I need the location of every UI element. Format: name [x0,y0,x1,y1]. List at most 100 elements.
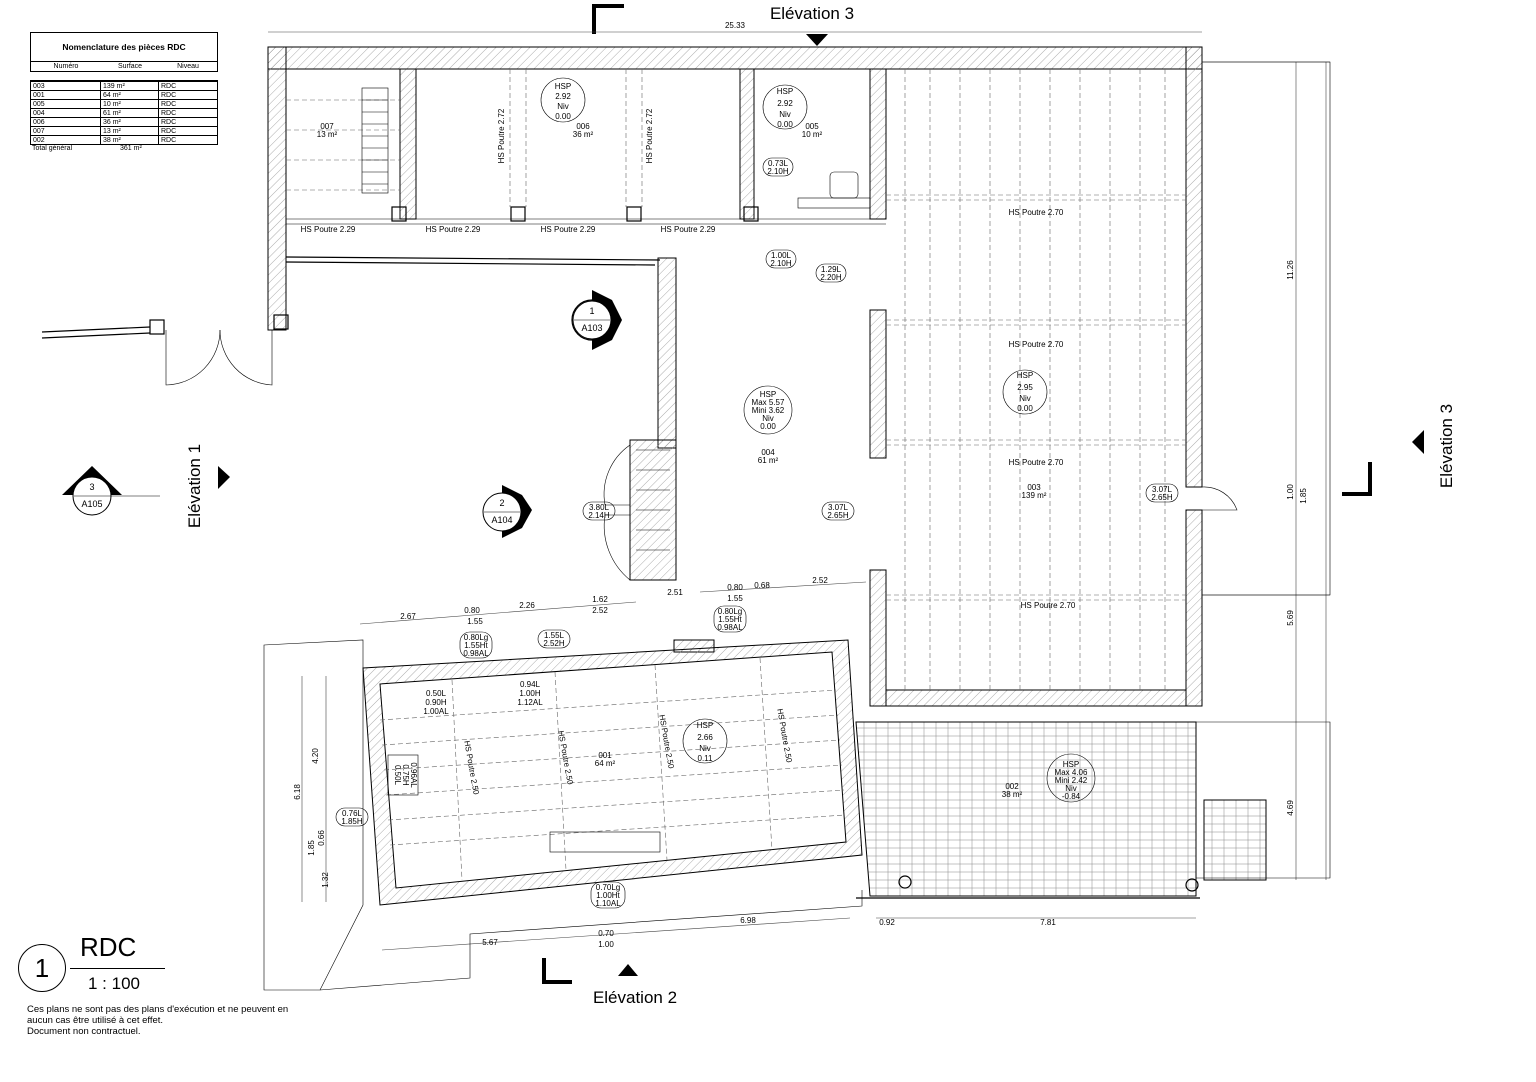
svg-text:HS Poutre 2.70: HS Poutre 2.70 [1009,208,1064,217]
opening-tag: 1.29L 2.20H [815,263,847,283]
svg-text:HS Poutre 2.29: HS Poutre 2.29 [661,225,716,234]
section-2-sheet: A104 [491,515,512,525]
svg-text:HS Poutre 2.29: HS Poutre 2.29 [426,225,481,234]
svg-text:0.68: 0.68 [754,581,770,590]
svg-text:0.11: 0.11 [698,754,714,763]
opening-tag: 3.07L 2.65H [821,501,855,521]
svg-text:2.14H: 2.14H [588,511,610,520]
room-006-num: 006 [576,122,590,131]
room-labels: 007 13 m² 006 36 m² 005 10 m² 004 61 m² … [317,122,1047,799]
opening-tag: 0.50L 0.90H 1.00AL [423,689,449,716]
svg-text:0.80: 0.80 [464,606,480,615]
svg-text:1.00L: 1.00L [771,251,792,260]
svg-text:HS Poutre 2.70: HS Poutre 2.70 [1009,458,1064,467]
view-scale: 1 : 100 [88,974,140,993]
svg-text:0.94L: 0.94L [520,680,541,689]
hsp-tag-006: HSP 2.92 Niv 0.00 [540,77,586,123]
disclaimer-note: Ces plans ne sont pas des plans d'exécut… [27,1004,289,1037]
svg-text:Mini 3.62: Mini 3.62 [752,406,785,415]
terrace-002 [855,721,1267,899]
svg-text:Niv: Niv [762,414,774,423]
hsp-tag-004: HSP Max 5.57 Mini 3.62 Niv 0.00 [743,385,793,435]
svg-text:2.95: 2.95 [1017,383,1033,392]
svg-text:25.33: 25.33 [725,21,746,30]
svg-text:HS Poutre 2.29: HS Poutre 2.29 [301,225,356,234]
svg-text:1.00Ht: 1.00Ht [596,891,620,900]
svg-text:-0.84: -0.84 [1062,792,1081,801]
svg-text:1.12AL: 1.12AL [517,698,543,707]
svg-text:3.07L: 3.07L [1152,485,1173,494]
svg-text:HS Poutre 2.72: HS Poutre 2.72 [645,108,654,163]
room-003-num: 003 [1027,483,1041,492]
dimensions: 25.33 11.26 1.00 1.85 5.69 4.69 0.80 0.6… [268,21,1330,951]
svg-text:4.20: 4.20 [311,748,320,764]
svg-text:0.80Lg: 0.80Lg [464,633,488,642]
opening-tag: 0.73L 2.10H [762,157,794,177]
svg-text:5.69: 5.69 [1286,610,1295,626]
opening-tag: 0.76L 1.85H [335,807,369,827]
svg-text:0.76L: 0.76L [342,809,363,818]
elevation-top: Elévation 3 [592,4,854,46]
upper-wing [267,46,1203,707]
svg-text:1.55: 1.55 [727,594,743,603]
total-label: Total général [32,145,73,152]
hall-004 [285,256,715,653]
svg-text:11.26: 11.26 [1286,260,1295,280]
opening-tag: 3.80L 2.14H [582,501,616,521]
svg-text:0.80Lg: 0.80Lg [718,607,742,616]
svg-text:4.69: 4.69 [1286,800,1295,816]
svg-text:2.52: 2.52 [592,606,608,615]
block-001 [263,639,863,991]
section-marker-2: 2 A104 [482,485,532,538]
svg-text:Niv: Niv [1019,394,1031,403]
room-005-area: 10 m² [802,130,823,139]
svg-text:Max 5.57: Max 5.57 [752,398,785,407]
svg-text:Niv: Niv [557,102,569,111]
elevation-bottom: Elévation 2 [542,958,677,1007]
svg-text:2.65H: 2.65H [827,511,849,520]
svg-text:2.66: 2.66 [697,733,713,742]
svg-text:HS Poutre 2.70: HS Poutre 2.70 [1009,340,1064,349]
room-002-area: 38 m² [1002,790,1023,799]
svg-text:2.92: 2.92 [555,92,571,101]
svg-text:1.55Ht: 1.55Ht [464,641,488,650]
svg-text:Niv: Niv [779,110,791,119]
svg-text:7.81: 7.81 [1040,918,1056,927]
room-schedule-table: Nomenclature des pièces RDC Numéro Surfa… [30,32,218,152]
svg-text:0.50L: 0.50L [426,689,447,698]
svg-text:3.80L: 3.80L [589,503,610,512]
site-boundary-right [1202,61,1331,596]
svg-text:1.00: 1.00 [1286,484,1295,500]
room-004-num: 004 [761,448,775,457]
svg-text:Mini 2.42: Mini 2.42 [1055,776,1088,785]
section-marker-3: 3 A105 [62,466,160,516]
svg-text:0.96AL: 0.96AL [409,762,418,788]
svg-text:HSP: HSP [555,82,571,91]
opening-tags: 0.73L 2.10H 1.00L 2.10H 1.29L 2.20H 3.80… [335,157,1179,909]
opening-tag: 0.80Lg 1.55Ht 0.98AL [713,605,747,633]
svg-text:1.85H: 1.85H [341,817,363,826]
svg-text:HS Poutre 2.72: HS Poutre 2.72 [497,108,506,163]
site-boundary-terrace [1196,721,1331,879]
svg-text:Max 4.06: Max 4.06 [1055,768,1088,777]
section-1-sheet: A103 [581,323,602,333]
svg-text:5.67: 5.67 [482,938,498,947]
view-number: 1 [18,944,66,992]
elevation-top-label: Elévation 3 [770,4,854,23]
opening-tag: 0.80Lg 1.55Ht 0.98AL [459,631,493,659]
svg-text:1.10AL: 1.10AL [595,899,621,908]
svg-text:0.73L: 0.73L [768,159,789,168]
col-header-numero: Numéro [53,63,79,70]
block-003 [886,69,1238,690]
opening-tag: 1.55L 2.52H [537,629,571,649]
section-3-sheet: A105 [81,499,102,509]
elevation-right: Elévation 3 [1342,404,1456,496]
svg-text:0.00: 0.00 [555,112,571,121]
svg-text:2.51: 2.51 [667,588,683,597]
svg-text:2.67: 2.67 [400,612,416,621]
